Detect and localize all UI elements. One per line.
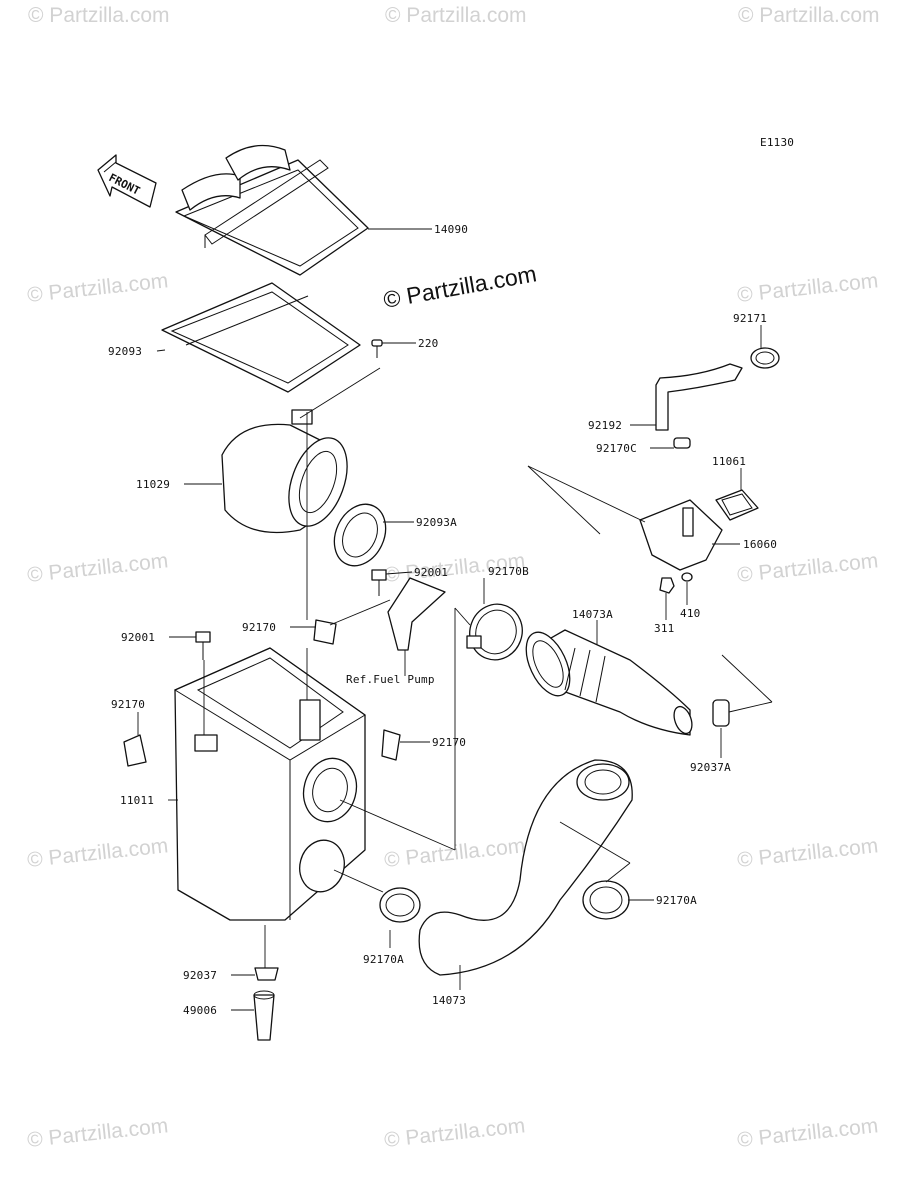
diagram-code: E1130 [760,136,794,149]
part-label: 49006 [183,1004,217,1017]
clamp-92037a [712,699,730,727]
watermark: © Partzilla.com [736,834,879,872]
clamp-92170b [466,603,523,661]
part-label: 92170A [656,894,697,907]
part-label: 92171 [733,312,767,325]
part-label: 92001 [121,631,155,644]
leader-lines [137,228,773,1011]
part-label: 14090 [434,223,468,236]
front-arrow-icon: FRONT [97,154,157,208]
part-label: 92093 [108,345,142,358]
drain-plug [253,967,279,1041]
part-label: 220 [418,337,438,350]
clip-92170 [123,734,147,767]
part-labels: 14090 92093 220 11029 92093A 92001 92170… [108,223,777,1017]
part-label: 92170 [432,736,466,749]
part-label: 11061 [712,455,746,468]
intake-duct-14073a [525,629,693,736]
part-label: 92093A [416,516,457,529]
clamp-92170c [673,437,691,449]
watermark: © Partzilla.com [26,834,169,872]
breather-body [639,499,723,571]
part-label: 92192 [588,419,622,432]
clamp-92171 [750,347,780,369]
part-label: 92170 [242,621,276,634]
watermark: © Partzilla.com [28,4,170,27]
breather-hose-92192 [655,363,743,431]
watermark: © Partzilla.com [26,1114,169,1152]
watermark: © Partzilla.com [26,269,169,307]
clip-92170 [313,619,337,645]
brand-watermark: © Partzilla.com [381,260,538,313]
part-label: 11011 [120,794,154,807]
bolt-92001-bracket [371,569,387,596]
part-label: 311 [654,622,674,635]
nut-311 [659,577,675,594]
air-cleaner-housing [173,647,366,921]
part-label: 410 [680,607,700,620]
watermark: © Partzilla.com [385,4,527,27]
air-filter-element [221,409,348,534]
part-label: 92037A [690,761,731,774]
gasket-11061 [715,489,759,521]
screw-220 [371,339,383,358]
clip-92170 [381,729,401,761]
filter-gasket [161,282,361,393]
part-label: 14073 [432,994,466,1007]
part-label: 92170A [363,953,404,966]
seal-ring-92093a [333,503,387,567]
clamp-92170a [582,880,630,920]
part-label: 16060 [743,538,777,551]
watermark-layer: © Partzilla.com © Partzilla.com © Partzi… [26,4,879,1152]
intake-tube-14073 [418,759,633,976]
part-label: 11029 [136,478,170,491]
part-label: 92001 [414,566,448,579]
watermark: © Partzilla.com [26,549,169,587]
reference-note: Ref.Fuel Pump [346,673,435,686]
clamp-92170a [379,887,421,923]
part-label: 92170B [488,565,529,578]
watermark: © Partzilla.com [738,4,880,27]
watermark: © Partzilla.com [383,1114,526,1152]
part-label: 92037 [183,969,217,982]
air-cleaner-cover [175,144,369,276]
bolt-92001 [195,631,211,660]
part-label: 14073A [572,608,613,621]
watermark: © Partzilla.com [736,269,879,307]
part-label: 92170 [111,698,145,711]
part-label: 92170C [596,442,637,455]
watermark: © Partzilla.com [736,549,879,587]
fuel-pump-bracket [387,577,446,651]
watermark: © Partzilla.com [736,1114,879,1152]
washer-410 [681,572,693,582]
